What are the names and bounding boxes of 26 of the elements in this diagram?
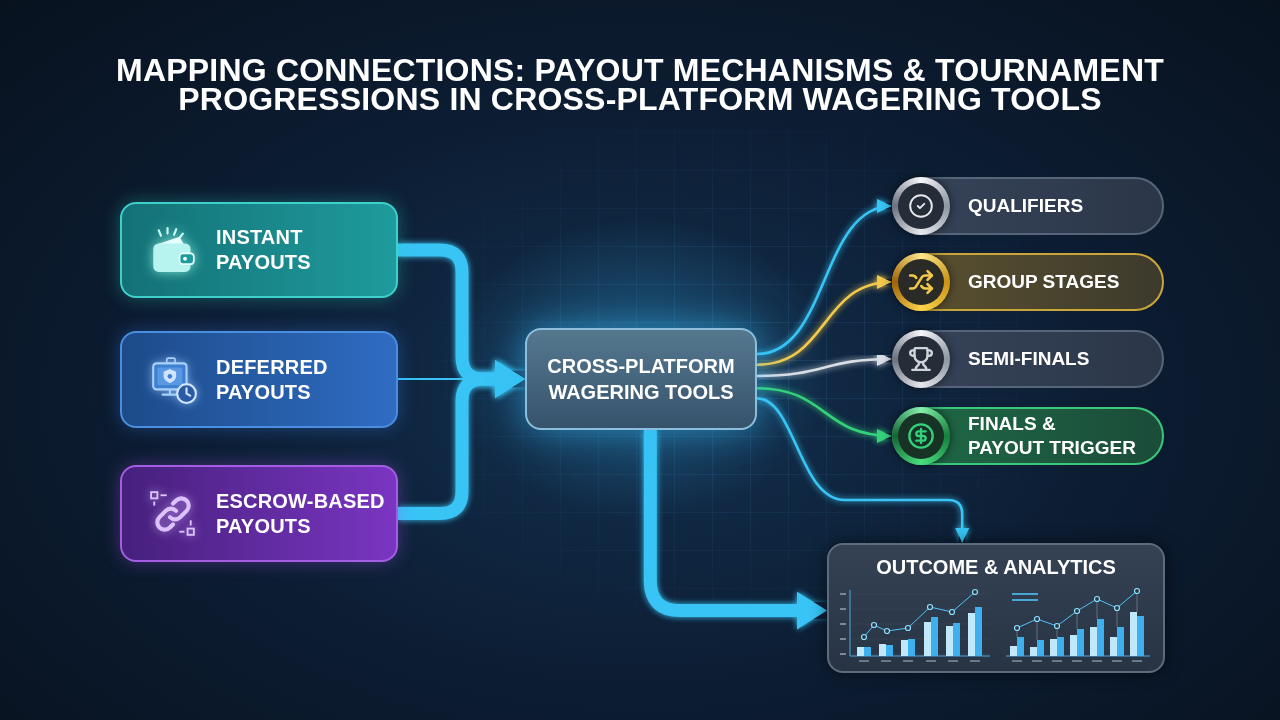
payout-card — [120, 465, 398, 562]
arrow — [756, 397, 970, 543]
node-label: SEMI-FINALS — [968, 347, 1091, 371]
payout-card — [120, 331, 398, 428]
arrow — [977, 465, 1015, 543]
arrow — [756, 352, 893, 378]
stage-pill — [892, 330, 1164, 388]
diagram-title: MAPPING CONNECTIONS: PAYOUT MECHANISMS & TOURNAMENT PROGRESSIONS IN CROSS-PLATFORM WAGERING TOOLS — [115, 56, 1165, 114]
node-label: OUTCOME & ANALYTICS — [876, 555, 1116, 580]
node-label: GROUP STAGES — [968, 270, 1121, 294]
stage-pill — [892, 177, 1164, 235]
node-label: DEFERRED PAYOUTS — [216, 354, 329, 405]
arrow — [756, 276, 893, 366]
stage-pill — [892, 407, 1164, 465]
arrow — [756, 386, 893, 443]
node-label: FINALS & PAYOUT TRIGGER — [968, 412, 1137, 460]
node-label: CROSS-PLATFORM WAGERING TOOLS — [546, 354, 736, 405]
hub-box — [525, 328, 757, 430]
arrow — [756, 201, 893, 356]
analytics-panel — [827, 543, 1165, 673]
node-label: INSTANT PAYOUTS — [216, 225, 312, 275]
stage-pill — [892, 253, 1164, 311]
node-label: QUALIFIERS — [968, 194, 1085, 218]
arrow — [643, 430, 827, 630]
payout-card — [120, 202, 398, 298]
node-label: ESCROW-BASED PAYOUTS — [216, 488, 386, 539]
